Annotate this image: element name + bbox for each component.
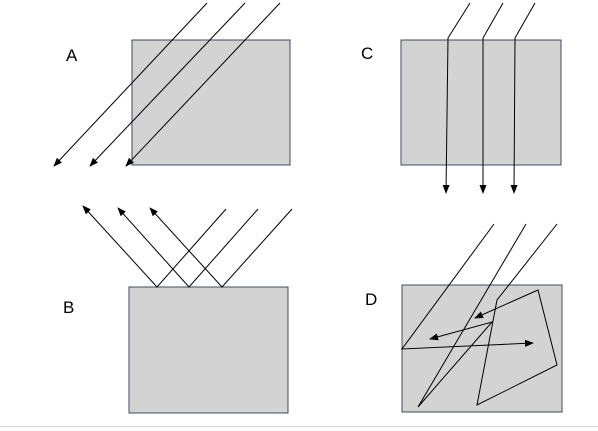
panel-label-b: B xyxy=(63,298,75,317)
ray-c-1 xyxy=(442,2,471,194)
panel-c xyxy=(400,2,562,194)
block-b xyxy=(128,286,289,414)
ray-c-2 xyxy=(479,2,504,194)
block-a xyxy=(131,39,291,166)
ray-c-3 xyxy=(510,2,536,194)
ray-b-1 xyxy=(82,205,227,288)
panel-a xyxy=(53,2,291,167)
panel-label-d: D xyxy=(365,290,378,309)
block-c xyxy=(400,39,562,166)
bottom-divider xyxy=(0,426,598,427)
ray-b-3 xyxy=(149,207,293,288)
ray-d-1 xyxy=(400,223,534,350)
panel-b xyxy=(82,205,293,414)
panel-label-c: C xyxy=(361,44,374,63)
ray-d-3 xyxy=(474,223,558,406)
panel-label-a: A xyxy=(66,46,78,65)
ray-b-2 xyxy=(117,207,259,288)
panel-d xyxy=(400,223,563,413)
ray-d-2 xyxy=(417,223,527,408)
ray-a-2 xyxy=(89,2,246,167)
ray-a-1 xyxy=(53,2,208,167)
ray-a-3 xyxy=(125,2,281,167)
block-d xyxy=(401,284,563,413)
